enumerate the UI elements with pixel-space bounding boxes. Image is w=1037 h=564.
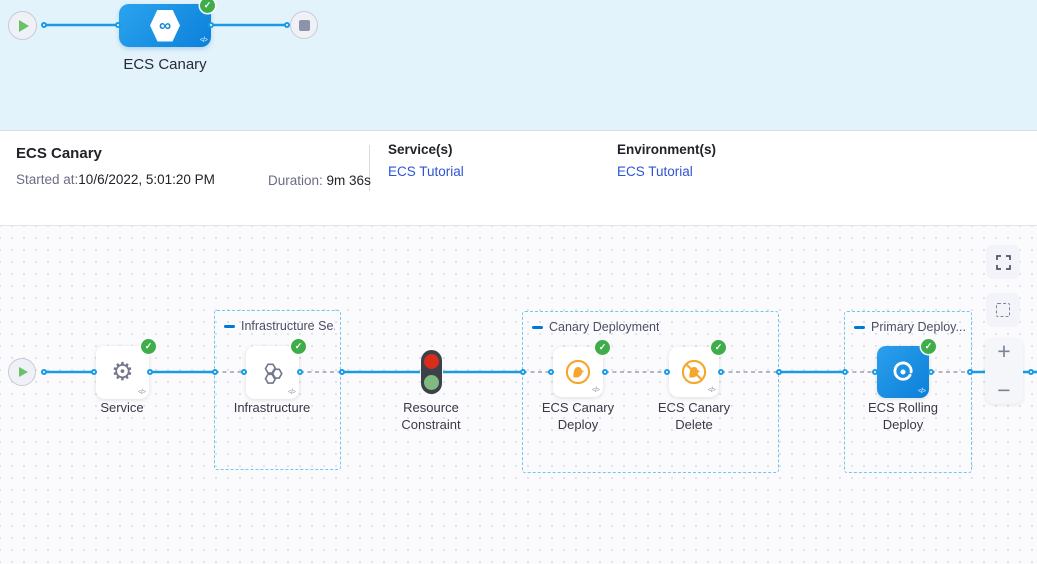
step-label: ECS Canary Delete (657, 400, 731, 432)
collapse-group-icon[interactable] (224, 324, 235, 328)
collapse-group-icon[interactable] (854, 325, 865, 329)
duration-value: 9m 36s (326, 173, 371, 188)
group-label: Primary Deploy... (871, 320, 966, 334)
connector-port (208, 22, 214, 28)
execution-summary-bar: ECS Canary Started at: 10/6/2022, 5:01:2… (0, 130, 1037, 226)
step-ecs-canary-delete[interactable]: </> (669, 347, 719, 397)
connector-port (284, 22, 290, 28)
harness-cd-hexagon-icon: ∞ (150, 9, 180, 42)
fullscreen-icon (995, 254, 1011, 270)
connector-port (967, 369, 973, 375)
zoom-in-button[interactable]: + (997, 338, 1011, 364)
success-icon: ✓ (921, 339, 936, 354)
execution-graph-canvas[interactable]: Infrastructure Se... Canary Deployment P… (0, 226, 1037, 564)
success-icon: ✓ (291, 339, 306, 354)
connector-port (115, 22, 121, 28)
connector-port (602, 369, 608, 375)
divider (369, 145, 370, 191)
stage-node-ecs-canary[interactable]: ∞ </> (119, 4, 211, 47)
connector-port (241, 369, 247, 375)
code-icon: </> (199, 37, 208, 44)
play-icon (19, 367, 28, 377)
services-label: Service(s) (388, 142, 453, 157)
group-label: Canary Deployment (549, 320, 660, 334)
code-icon: </> (137, 389, 146, 396)
play-icon (19, 19, 29, 32)
group-label: Infrastructure Se... (241, 319, 335, 333)
graph-connector-lines (44, 370, 1037, 374)
connector-port (548, 369, 554, 375)
connector-port (842, 369, 848, 375)
connector-port (1028, 369, 1034, 375)
step-label: Service (100, 400, 144, 415)
pipeline-title: ECS Canary (16, 145, 102, 162)
environments-link[interactable]: ECS Tutorial (617, 164, 693, 179)
connector-port (928, 369, 934, 375)
infrastructure-hexagons-icon (264, 362, 283, 384)
ecs-rolling-icon (893, 361, 913, 381)
duration-label: Duration: (268, 173, 323, 188)
connector-port (147, 369, 153, 375)
code-icon: </> (287, 389, 296, 396)
connector-port (776, 369, 782, 375)
code-icon: </> (917, 388, 926, 395)
stage-label: ECS Canary (123, 56, 207, 73)
execution-start-button[interactable] (8, 358, 36, 386)
connector-port (212, 369, 218, 375)
traffic-light-green-icon (424, 375, 439, 390)
success-icon: ✓ (141, 339, 156, 354)
pipeline-end-button[interactable] (290, 11, 318, 39)
canary-bird-delete-icon (681, 359, 707, 385)
step-label: Infrastructure (233, 400, 311, 415)
canary-bird-icon (565, 359, 591, 385)
success-icon: ✓ (711, 340, 726, 355)
started-at-label: Started at: (16, 172, 79, 187)
traffic-light-red-icon (424, 354, 439, 369)
environments-label: Environment(s) (617, 142, 717, 157)
code-icon: </> (707, 387, 716, 394)
success-icon: ✓ (200, 0, 215, 13)
connector-port (339, 369, 345, 375)
step-resource-constraint[interactable] (421, 350, 442, 394)
code-icon: </> (591, 387, 600, 394)
success-icon: ✓ (595, 340, 610, 355)
zoom-out-button[interactable]: − (997, 377, 1011, 403)
started-at-value: 10/6/2022, 5:01:20 PM (78, 172, 215, 187)
collapse-group-icon[interactable] (532, 325, 543, 329)
group-infrastructure-section: Infrastructure Se... (214, 310, 341, 470)
fit-to-screen-button[interactable] (986, 245, 1020, 279)
connector-port (520, 369, 526, 375)
step-label: Resource Constraint (401, 400, 461, 432)
marquee-select-button[interactable] (986, 293, 1020, 327)
step-infrastructure[interactable]: </> (246, 346, 299, 399)
gear-icon: ⚙ (111, 358, 134, 386)
stage-minimap-panel: ∞ </> ✓ ECS Canary (0, 0, 1037, 130)
connector-port (297, 369, 303, 375)
step-ecs-rolling-deploy[interactable]: </> (877, 346, 929, 398)
group-primary-deployment: Primary Deploy... (844, 311, 972, 473)
connector-port (872, 369, 878, 375)
step-service[interactable]: ⚙ </> (96, 346, 149, 399)
connector-port (41, 369, 47, 375)
services-link[interactable]: ECS Tutorial (388, 164, 464, 179)
connector-port (91, 369, 97, 375)
step-label: ECS Rolling Deploy (867, 400, 939, 432)
connector-port (718, 369, 724, 375)
connector-port (664, 369, 670, 375)
zoom-controls: + − (985, 338, 1023, 404)
marquee-selection-icon (996, 303, 1010, 317)
stop-icon (298, 19, 310, 31)
pipeline-start-button[interactable] (8, 11, 37, 40)
step-ecs-canary-deploy[interactable]: </> (553, 347, 603, 397)
step-label: ECS Canary Deploy (541, 400, 615, 432)
group-canary-deployment: Canary Deployment (522, 311, 779, 473)
connector-port (41, 22, 47, 28)
